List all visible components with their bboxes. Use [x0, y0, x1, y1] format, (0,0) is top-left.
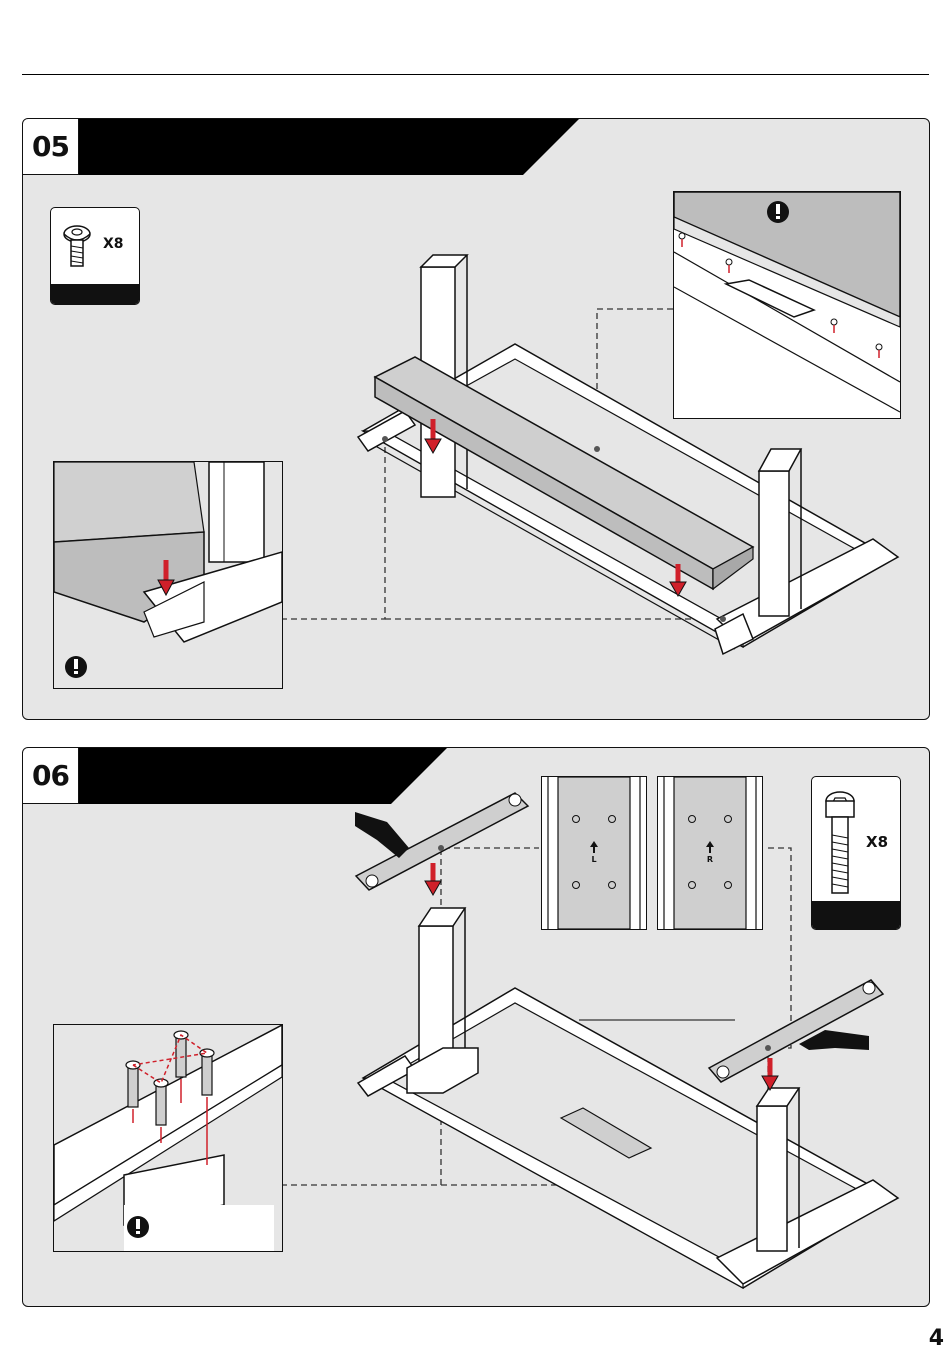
header-rule	[22, 74, 929, 75]
inset-drawing	[54, 462, 282, 688]
step-banner	[23, 748, 453, 806]
detail-inset-screws	[673, 191, 901, 419]
inset-drawing	[54, 1025, 282, 1251]
step-number: 06	[23, 748, 79, 804]
step-06-panel: 06 X8 L R	[22, 747, 930, 1307]
detail-inset-beam	[53, 461, 283, 689]
step-05-panel: 05 X8	[22, 118, 930, 720]
page-number: 4	[929, 1326, 944, 1351]
inset-drawing	[674, 192, 900, 418]
detail-inset-bolts	[53, 1024, 283, 1252]
step-number: 05	[23, 119, 79, 175]
step-banner	[23, 119, 583, 177]
